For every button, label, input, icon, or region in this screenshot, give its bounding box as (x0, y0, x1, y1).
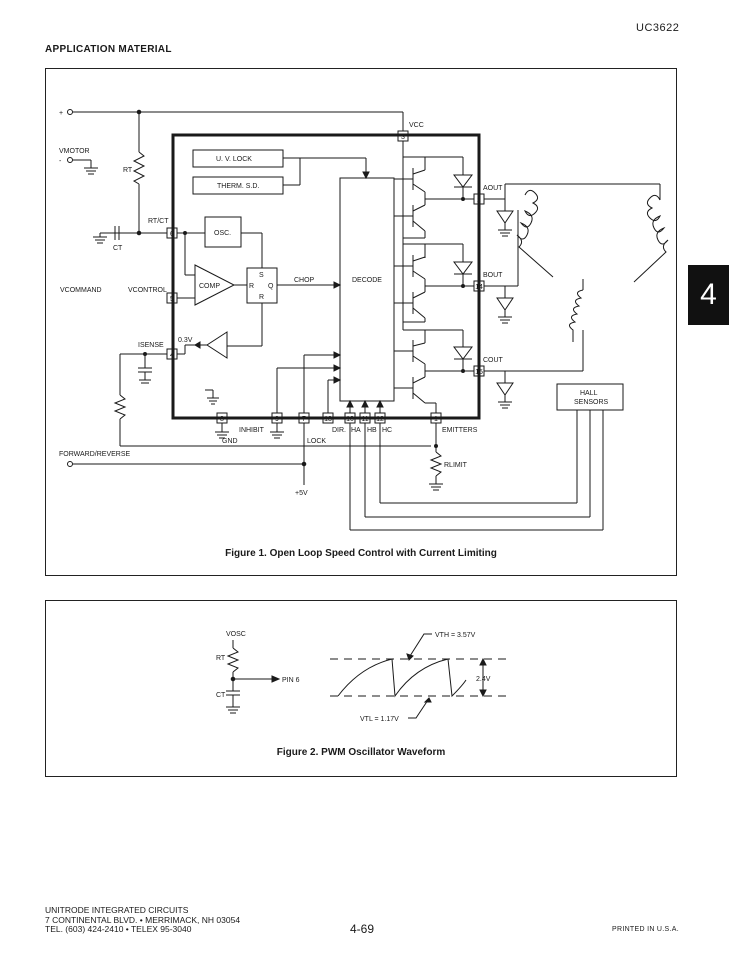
printed-in: PRINTED IN U.S.A. (612, 926, 679, 933)
oscillator-waveform (337, 658, 467, 698)
comp-label: COMP (199, 283, 220, 290)
pin-3: 3 (401, 134, 405, 141)
pin-7: 7 (302, 416, 306, 423)
sensors-label: SENSORS (574, 399, 609, 406)
rtct-label: RT/CT (148, 218, 169, 225)
vmotor-label: VMOTOR (59, 148, 90, 155)
pin-14: 14 (475, 284, 483, 291)
output-stage-b (394, 255, 474, 319)
latch-r2-label: R (259, 294, 264, 301)
plus5v-label: +5V (295, 490, 308, 497)
ct-label: CT (113, 245, 123, 252)
pin-5: 5 (170, 296, 174, 303)
pin-6: 6 (170, 231, 174, 238)
fig2-rt-label: RT (216, 655, 226, 662)
pin-1: 1 (434, 416, 438, 423)
vcontrol-label: VCONTROL (128, 287, 167, 294)
isense-amp (206, 331, 228, 359)
fig2-vosc-label: VOSC (226, 631, 246, 638)
figure1-caption: Figure 1. Open Loop Speed Control with C… (225, 548, 497, 559)
comp-triangle (194, 264, 236, 306)
gnd-label: GND (222, 438, 238, 445)
hall-sensors-block (556, 383, 624, 411)
pin-10: 10 (346, 416, 354, 423)
ic-outline (171, 133, 481, 420)
fig2-vth-label: VTH = 3.57V (435, 632, 476, 639)
figure2-frame (45, 600, 677, 777)
pin-4: 4 (170, 352, 174, 359)
osc-label: OSC. (214, 230, 231, 237)
pin-11: 11 (361, 416, 368, 423)
output-stage-c (394, 340, 474, 404)
uv-lock-label: U. V. LOCK (216, 156, 252, 163)
inhibit-label: INHIBIT (239, 427, 265, 434)
pin-15: 15 (475, 369, 483, 376)
fig2-vtl-label: VTL = 1.17V (360, 716, 399, 723)
decode-label: DECODE (352, 277, 382, 284)
footer-address: 7 CONTINENTAL BLVD. • MERRIMACK, NH 0305… (45, 914, 241, 925)
footer-address-block: UNITRODE INTEGRATED CIRCUITS 7 CONTINENT… (45, 905, 241, 935)
rlimit-label: RLIMIT (444, 462, 468, 469)
forward-reverse-label: FORWARD/REVERSE (59, 451, 131, 458)
hb-label: HB (367, 427, 377, 434)
pin-9: 9 (275, 416, 279, 423)
lock-label: LOCK (307, 438, 326, 445)
footer-company: UNITRODE INTEGRATED CIRCUITS (45, 905, 189, 915)
emitters-label: EMITTERS (442, 427, 478, 434)
latch-s-label: S (259, 272, 264, 279)
osc-block (204, 216, 242, 248)
decode-block (339, 177, 395, 402)
therm-sd-label: THERM. S.D. (217, 183, 259, 190)
fig2-pin6-label: PIN 6 (282, 677, 300, 684)
v03-label: 0.3V (178, 337, 193, 344)
vcommand-label: VCOMMAND (60, 287, 102, 294)
footer-phone: TEL. (603) 424-2410 • TELEX 95-3040 (45, 924, 192, 934)
motor-windings (505, 183, 669, 342)
dir-label: DIR. (332, 427, 346, 434)
pin-13: 13 (324, 416, 332, 423)
pin-2: 2 (477, 197, 481, 204)
hc-label: HC (382, 427, 392, 434)
minus-label: - (59, 158, 62, 165)
output-stage-a (394, 168, 474, 238)
rt-label: RT (123, 167, 133, 174)
isense-label: ISENSE (138, 342, 164, 349)
figure2-caption: Figure 2. PWM Oscillator Waveform (277, 747, 446, 758)
pin-8: 8 (220, 416, 224, 423)
ha-label: HA (351, 427, 361, 434)
cout-label: COUT (483, 357, 504, 364)
fig2-swing-label: 2.4V (476, 676, 491, 683)
fig2-ct-label: CT (216, 692, 226, 699)
chop-label: CHOP (294, 277, 315, 284)
latch-r-label: R (249, 283, 254, 290)
section-tab: 4 (688, 265, 729, 325)
hall-label: HALL (580, 390, 598, 397)
bout-label: BOUT (483, 272, 503, 279)
latch-q-label: Q (268, 283, 274, 290)
section-title: APPLICATION MATERIAL (45, 44, 172, 55)
figure1-frame (45, 68, 677, 576)
part-number: UC3622 (636, 22, 680, 34)
plus-label: + (59, 110, 63, 117)
aout-label: AOUT (483, 185, 503, 192)
pin-12: 12 (376, 416, 384, 423)
page-number: 4-69 (350, 922, 375, 936)
vcc-label: VCC (409, 122, 424, 129)
